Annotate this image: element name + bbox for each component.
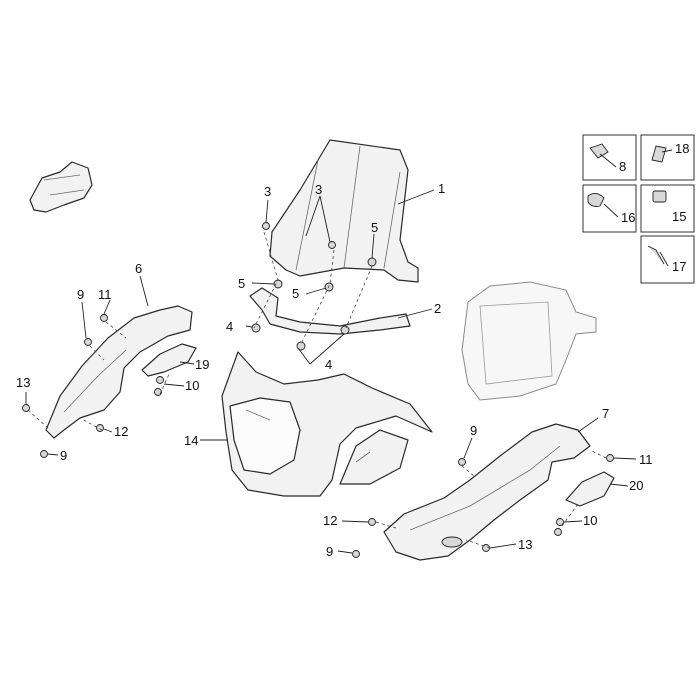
callout-19: 19 <box>195 357 209 372</box>
callout-14: 14 <box>184 433 198 448</box>
front-fairing-part-14 <box>221 351 433 497</box>
callout-5-upper: 5 <box>371 220 378 235</box>
windscreen-part-1 <box>269 139 419 283</box>
bush-part-15 <box>652 190 667 203</box>
callout-20: 20 <box>629 478 643 493</box>
support-bracket-part-2 <box>249 287 411 335</box>
callout-9-right: 9 <box>470 423 477 438</box>
insert-part-18 <box>651 145 667 163</box>
callout-17: 17 <box>672 259 686 274</box>
callout-15: 15 <box>672 209 686 224</box>
callout-9-bottom: 9 <box>326 544 333 559</box>
callout-9-upper-left: 9 <box>77 287 84 302</box>
callout-8: 8 <box>619 159 626 174</box>
callout-16: 16 <box>621 210 635 225</box>
headlight-unit <box>461 281 597 401</box>
callout-3-right: 3 <box>315 182 322 197</box>
leader-lines <box>25 149 673 554</box>
callout-10-left: 10 <box>185 378 199 393</box>
detail-box-17 <box>640 235 695 284</box>
indicator-part-20 <box>565 471 615 507</box>
indicator-part-19 <box>141 343 197 377</box>
callout-10-right: 10 <box>583 513 597 528</box>
clip-part-8 <box>589 143 609 159</box>
detail-box-18 <box>640 134 695 181</box>
callout-4-lower: 4 <box>325 357 332 372</box>
callout-7: 7 <box>602 406 609 421</box>
detail-box-8 <box>582 134 637 181</box>
callout-labels: 1 2 3 3 4 4 5 5 5 6 7 8 9 9 9 9 10 10 11… <box>16 141 689 559</box>
callout-1: 1 <box>438 181 445 196</box>
callout-18: 18 <box>675 141 689 156</box>
grommet-part-16 <box>587 193 605 207</box>
callout-5-middle: 5 <box>292 286 299 301</box>
panel-hole <box>441 536 463 548</box>
callout-13-left: 13 <box>16 375 30 390</box>
callout-6: 6 <box>135 261 142 276</box>
callout-12-bottom: 12 <box>323 513 337 528</box>
callout-2: 2 <box>434 301 441 316</box>
hardware-group <box>22 222 614 558</box>
callout-5-left: 5 <box>238 276 245 291</box>
callout-3-left: 3 <box>264 184 271 199</box>
callout-4-left: 4 <box>226 319 233 334</box>
side-panel-part-7 <box>383 423 591 561</box>
detail-box-15 <box>640 184 695 233</box>
callout-12-left: 12 <box>114 424 128 439</box>
screw-part-17 <box>647 245 665 265</box>
assembly-lines <box>27 231 607 549</box>
callout-11-left: 11 <box>98 287 112 302</box>
callout-11-right: 11 <box>639 452 653 467</box>
inner-bracket-part <box>29 161 93 213</box>
callout-13-bottom: 13 <box>518 537 532 552</box>
side-panel-part-6 <box>45 305 193 439</box>
callout-9-lower-left: 9 <box>60 448 67 463</box>
